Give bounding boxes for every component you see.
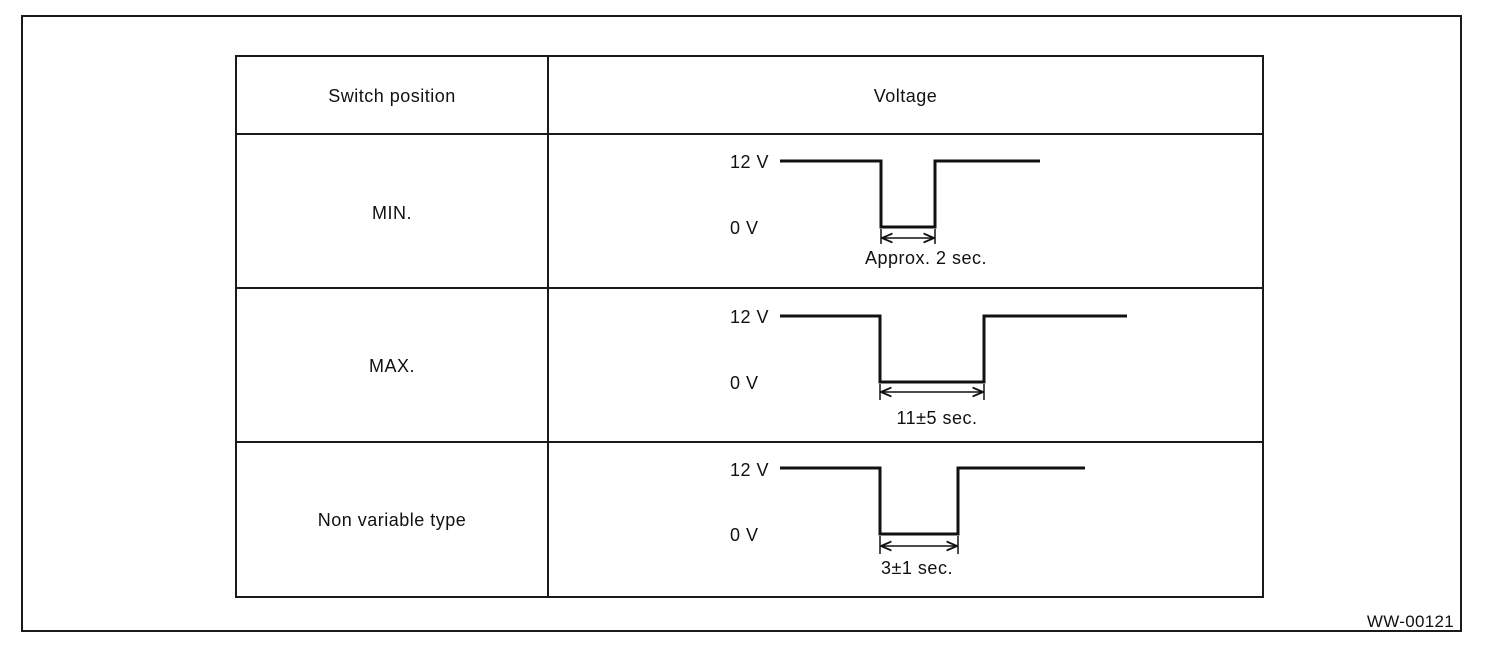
row-label-min: MIN. (372, 203, 412, 223)
row-label-max: MAX. (368, 356, 415, 376)
header-switch-position: Switch position (328, 86, 456, 106)
waveform-min: 12 V 0 V Approx. 2 sec. (730, 152, 1040, 268)
nv-12v-label: 12 V (730, 460, 769, 480)
min-duration-label: Approx. 2 sec. (865, 248, 987, 268)
header-divider (235, 133, 1264, 135)
figure-frame (21, 15, 1462, 632)
nv-pulse-line (780, 466, 1085, 536)
waveform-non-variable: 12 V 0 V 3±1 sec. (730, 460, 1085, 578)
row-divider-2 (235, 441, 1264, 443)
nv-duration-label: 3±1 sec. (881, 558, 953, 578)
max-12v-label: 12 V (730, 307, 769, 327)
max-duration-label: 11±5 sec. (896, 408, 977, 428)
column-divider (547, 55, 549, 598)
max-pulse-line (780, 314, 1127, 384)
row-divider-1 (235, 287, 1264, 289)
min-12v-label: 12 V (730, 152, 769, 172)
min-pulse-line (780, 159, 1040, 229)
min-0v-label: 0 V (730, 218, 759, 238)
waveform-max: 12 V 0 V 11±5 sec. (730, 307, 1127, 428)
max-0v-label: 0 V (730, 373, 759, 393)
figure-code: WW-00121 (1366, 612, 1454, 631)
row-label-non-variable: Non variable type (317, 510, 467, 530)
nv-0v-label: 0 V (730, 525, 759, 545)
header-voltage: Voltage (873, 86, 938, 106)
voltage-table (235, 55, 1264, 598)
